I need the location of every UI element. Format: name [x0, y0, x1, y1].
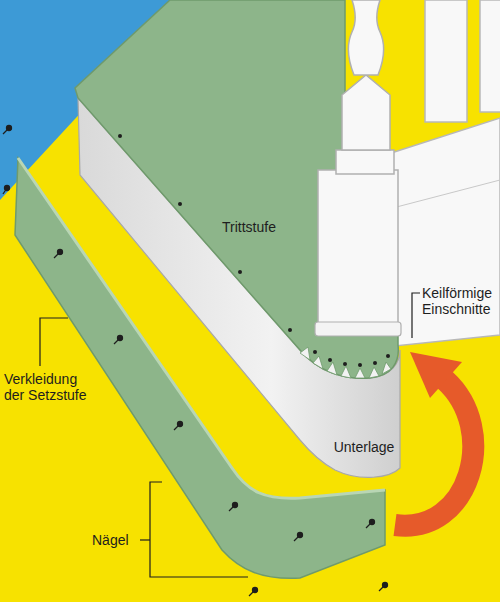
newel-turning: [348, 0, 383, 75]
arrow-head: [410, 352, 462, 398]
nail-dot: [118, 134, 122, 138]
leader-bracket: [412, 293, 420, 338]
wedge-notch: [355, 368, 365, 378]
nail: [229, 503, 238, 512]
newel-block: [318, 170, 398, 332]
label-holder: Unterlage: [328, 439, 400, 455]
nail-dot: [358, 363, 362, 367]
nail: [366, 520, 375, 529]
nails: [3, 126, 388, 597]
riser-cladding: [15, 158, 385, 578]
nail: [379, 583, 388, 592]
newel-collar: [336, 150, 394, 174]
baluster: [480, 0, 500, 112]
nail: [294, 533, 303, 542]
bend-arrow: [395, 380, 473, 526]
leader-bracket: [150, 482, 248, 577]
board-edge: [18, 158, 385, 498]
newel-cap: [315, 322, 401, 336]
wedge-notch: [341, 366, 351, 378]
nail: [3, 186, 10, 195]
nail: [54, 250, 63, 259]
nail: [174, 422, 183, 431]
label-holder: Trittstufe: [213, 219, 285, 235]
wedge-notch: [382, 362, 391, 374]
wedge-notch: [369, 367, 379, 378]
nail: [3, 126, 12, 135]
wedge-notch: [327, 362, 337, 375]
stringer-edge: [385, 180, 500, 210]
nail-dot: [288, 328, 292, 332]
nail: [114, 336, 123, 345]
wedge-notch: [313, 356, 323, 369]
nail-dot: [313, 350, 317, 354]
nail: [249, 588, 258, 597]
part-label: Unterlage: [328, 439, 400, 455]
wedge-notches: [300, 347, 391, 378]
nail-dot: [178, 202, 182, 206]
baluster: [425, 0, 467, 122]
part-label: Trittstufe: [213, 219, 285, 235]
part-label: Nägel: [92, 532, 138, 548]
part-label: Keilförmige Einschnitte: [422, 285, 498, 317]
nail-dot: [373, 361, 377, 365]
nail-dot: [238, 270, 242, 274]
stringer: [385, 118, 500, 347]
newel-shaft: [342, 75, 390, 150]
nail-dot: [386, 354, 390, 358]
leader-bracket: [40, 318, 68, 366]
label-holder: Verkleidung der Setzstufe: [4, 371, 96, 403]
nail-dot: [343, 362, 347, 366]
label-holder: Nägel: [92, 532, 138, 548]
nail-dot: [328, 358, 332, 362]
label-holder: Keilförmige Einschnitte: [422, 285, 498, 317]
wedge-notch: [300, 347, 310, 360]
leader-line: [140, 539, 150, 540]
part-label: Verkleidung der Setzstufe: [4, 371, 96, 403]
